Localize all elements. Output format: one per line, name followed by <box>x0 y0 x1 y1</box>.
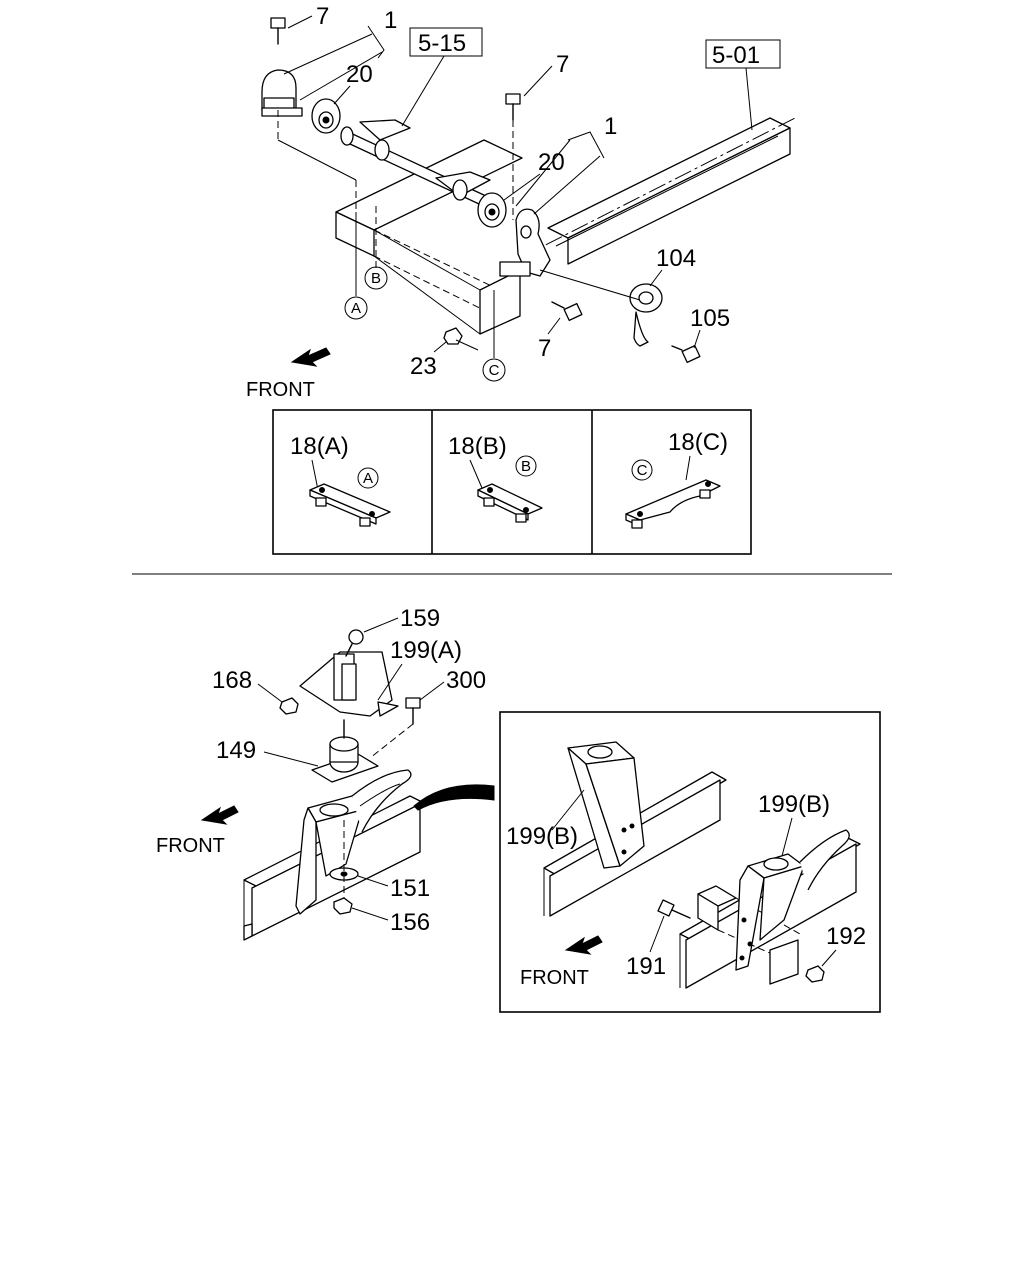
svg-text:A: A <box>351 300 361 317</box>
inset: 199(B) 199(B) 191 192 FRONT <box>499 711 881 1013</box>
detail-18a: 18(A) A <box>290 433 391 527</box>
detail-18b: 18(B) B <box>448 433 543 523</box>
front-arrow-bottom: FRONT <box>156 805 239 857</box>
callout-151: 151 <box>390 875 430 902</box>
svg-text:FRONT: FRONT <box>156 835 225 857</box>
callout-23: 23 <box>410 353 437 380</box>
bushing-left <box>311 98 341 134</box>
inset-callout-199b-left: 199(B) <box>506 823 578 850</box>
bracket-right <box>499 208 551 277</box>
inset-pointer <box>413 784 495 811</box>
callout-1-right: 1 <box>604 113 617 140</box>
front-arrow-top: FRONT <box>246 347 331 401</box>
svg-text:B: B <box>371 270 381 287</box>
svg-text:B: B <box>521 458 531 475</box>
mount-149 <box>311 719 379 783</box>
callout-7-lower: 7 <box>538 335 551 362</box>
inset-bolt-191 <box>657 899 691 919</box>
svg-text:C: C <box>489 362 500 379</box>
nut-156 <box>333 820 353 915</box>
svg-text:18(B): 18(B) <box>448 433 507 460</box>
nut-23 <box>443 327 463 345</box>
callout-168: 168 <box>212 667 252 694</box>
inset-callout-191: 191 <box>626 953 666 980</box>
svg-text:5-15: 5-15 <box>418 30 466 57</box>
svg-text:18(A): 18(A) <box>290 433 349 460</box>
callout-199a: 199(A) <box>390 637 462 664</box>
callout-149: 149 <box>216 737 256 764</box>
detail-boxes: 18(A) A 18(B) B 18(C) <box>272 409 752 555</box>
frame-rail <box>519 117 796 265</box>
inset-callout-192: 192 <box>826 923 866 950</box>
inset-nut-192 <box>805 965 825 983</box>
support-bracket <box>295 769 412 915</box>
svg-text:18(C): 18(C) <box>668 429 728 456</box>
nut-168 <box>279 697 299 715</box>
inset-bracket-left <box>567 741 645 869</box>
bushing-right <box>477 192 507 228</box>
front-arrow-inset: FRONT <box>520 935 603 989</box>
bolt-top-left <box>270 17 286 45</box>
callout-156: 156 <box>390 909 430 936</box>
svg-text:FRONT: FRONT <box>246 379 315 401</box>
bracket-left <box>261 69 303 117</box>
point-b: B <box>364 266 388 290</box>
bolt-top-mid <box>505 93 521 121</box>
point-a: A <box>344 296 368 320</box>
ref-box-5-15: 5-15 <box>401 27 483 127</box>
svg-text:FRONT: FRONT <box>520 967 589 989</box>
callout-20-left: 20 <box>346 61 373 88</box>
callout-159: 159 <box>400 605 440 632</box>
svg-text:C: C <box>637 462 648 479</box>
callout-20-right: 20 <box>538 149 565 176</box>
cross-member <box>335 139 523 335</box>
detail-18c: 18(C) C <box>625 429 728 529</box>
bottom-diagram: 159 199(A) 168 300 149 151 156 FRONT <box>156 605 495 941</box>
bolt-300 <box>369 697 421 759</box>
point-c: C <box>482 358 506 382</box>
callout-1-left: 1 <box>384 7 397 34</box>
bolt-159 <box>345 629 364 657</box>
callout-7-top-mid: 7 <box>556 51 569 78</box>
svg-text:A: A <box>363 470 373 487</box>
callout-300: 300 <box>446 667 486 694</box>
stopper-bolt <box>671 344 701 364</box>
inset-callout-199b-right: 199(B) <box>758 791 830 818</box>
callout-105: 105 <box>690 305 730 332</box>
callout-7-top-left: 7 <box>316 3 329 30</box>
bolt-lower <box>551 301 583 322</box>
stabilizer-bar <box>340 119 493 211</box>
callout-104: 104 <box>656 245 696 272</box>
ref-box-5-01: 5-01 <box>705 39 781 131</box>
svg-text:5-01: 5-01 <box>712 42 760 69</box>
inset-bracket-right <box>735 829 850 971</box>
top-diagram: A B C 5-15 5-01 7 1 20 7 1 <box>246 3 796 401</box>
stopper <box>629 283 663 347</box>
bracket-199a <box>299 651 399 717</box>
